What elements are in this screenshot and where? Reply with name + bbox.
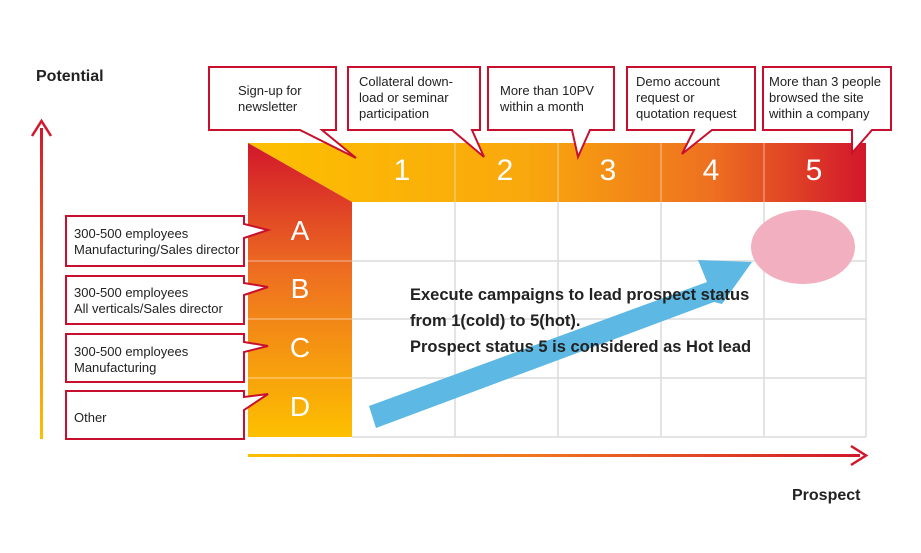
callout-1-line-2: newsletter [238, 99, 298, 114]
segment-a-line-2: Manufacturing/Sales director [74, 242, 240, 257]
y-axis-arrow [30, 118, 53, 439]
callout-3-bubble [487, 66, 615, 161]
callout-1-text: Sign-up for newsletter [238, 83, 302, 115]
message-line-1: Execute campaigns to lead prospect statu… [410, 286, 750, 304]
callout-2-line-1: Collateral down- [359, 74, 453, 89]
potential-header-band [248, 143, 352, 437]
prospect-level-3: 3 [599, 154, 617, 187]
x-axis-arrow [248, 444, 869, 467]
callout-1-bubble [208, 66, 357, 159]
callout-5-bubble [762, 66, 892, 156]
grade-c: C [289, 332, 311, 363]
segment-c-bubble [65, 333, 269, 383]
callout-5-line-2: browsed the site [769, 90, 864, 105]
callout-3-line-2: within a month [500, 99, 584, 114]
callout-5-line-1: More than 3 people [769, 74, 882, 89]
grade-d: D [289, 391, 311, 422]
callout-2-line-2: load or seminar [359, 90, 449, 105]
callout-1-line-1: Sign-up for [238, 83, 302, 98]
segment-b-line-1: 300-500 employees [74, 285, 189, 300]
grade-b: B [290, 273, 310, 304]
message-line-3: Prospect status 5 is considered as Hot l… [410, 338, 752, 356]
prospect-level-4: 4 [702, 154, 720, 187]
y-axis-title: Potential [36, 68, 104, 85]
segment-a-text: 300-500 employees Manufacturing/Sales di… [74, 226, 239, 258]
segment-c-line-1: 300-500 employees [74, 344, 189, 359]
segment-b-text: 300-500 employees All verticals/Sales di… [74, 285, 223, 317]
prospect-level-5: 5 [805, 154, 823, 187]
segment-b-bubble [65, 275, 269, 325]
callout-2-bubble [347, 66, 485, 158]
callout-4-line-1: Demo account [636, 74, 720, 89]
callout-4-line-2: request or [636, 90, 695, 105]
segment-d-bubble [65, 390, 269, 440]
callout-2-text: Collateral down- load or seminar partici… [359, 74, 453, 122]
hot-lead-ellipse [751, 210, 855, 284]
segment-b-line-2: All verticals/Sales director [74, 301, 223, 316]
segment-c-line-2: Manufacturing [74, 360, 157, 375]
prospect-callouts [208, 66, 892, 161]
callout-5-line-3: within a company [769, 106, 870, 121]
segment-c-text: 300-500 employees Manufacturing [74, 344, 188, 376]
callout-5-text: More than 3 people browsed the site with… [769, 74, 881, 122]
header-separators [248, 143, 765, 379]
segment-callouts [65, 215, 272, 440]
callout-4-line-3: quotation request [636, 106, 737, 121]
callout-2-line-3: participation [359, 106, 430, 121]
segment-a-line-1: 300-500 employees [74, 226, 189, 241]
progress-arrow [369, 260, 752, 428]
callout-3-line-1: More than 10PV [500, 83, 594, 98]
segment-d-text: Other [74, 410, 107, 426]
callout-3-text: More than 10PV within a month [500, 83, 594, 115]
x-axis-title: Prospect [792, 487, 861, 504]
prospect-level-2: 2 [496, 154, 514, 187]
callout-4-bubble [626, 66, 756, 155]
segment-a-bubble [65, 215, 272, 267]
message-line-2: from 1(cold) to 5(hot). [410, 312, 581, 330]
grade-a: A [290, 215, 310, 246]
segment-d-line-1: Other [74, 410, 107, 425]
callout-4-text: Demo account request or quotation reques… [636, 74, 736, 122]
prospect-level-1: 1 [393, 154, 411, 187]
campaign-message: Execute campaigns to lead prospect statu… [410, 282, 751, 360]
prospect-header-band [248, 143, 866, 202]
